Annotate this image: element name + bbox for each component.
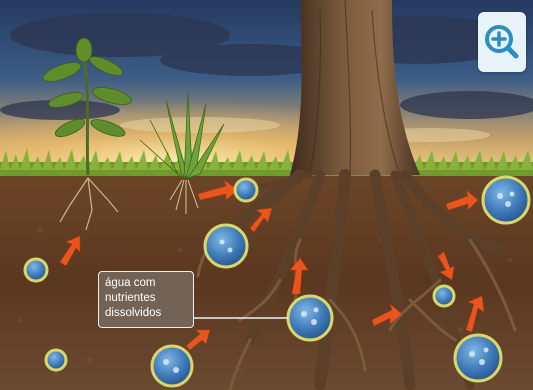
label-line-2: nutrientes bbox=[105, 291, 187, 306]
water-nutrients-label: água com nutrientes dissolvidos bbox=[98, 271, 194, 328]
label-line-1: água com bbox=[105, 276, 187, 291]
zoom-in-icon bbox=[478, 12, 526, 72]
zoom-in-button[interactable] bbox=[478, 12, 526, 72]
label-line-3: dissolvidos bbox=[105, 306, 187, 321]
